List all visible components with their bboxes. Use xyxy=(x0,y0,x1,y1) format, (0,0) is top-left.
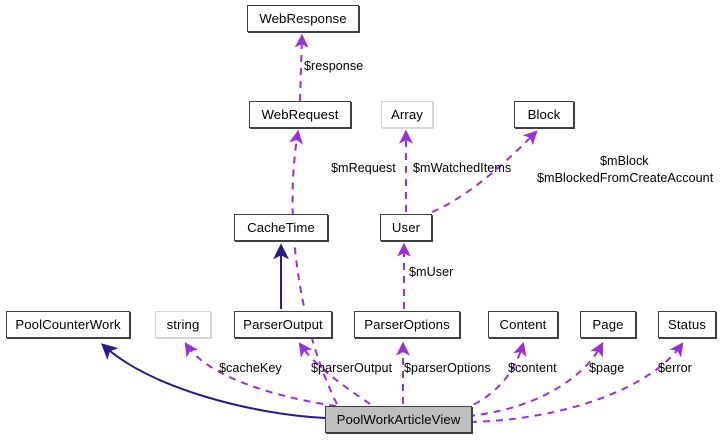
class-node-content[interactable]: Content xyxy=(488,311,558,338)
class-node-parseroptions[interactable]: ParserOptions xyxy=(354,311,460,338)
edge-label-text: $mUser xyxy=(409,265,454,279)
edge-label-text: $parserOptions xyxy=(404,361,491,375)
edge-label-text: $content xyxy=(508,361,557,375)
edge-label-text: $mWatchedItems xyxy=(413,161,512,175)
edge-label-text: $cacheKey xyxy=(219,361,282,375)
edge-mblock xyxy=(431,130,538,213)
class-node-label: User xyxy=(391,220,421,235)
class-node-label: Array xyxy=(390,107,423,122)
class-node-cachetime[interactable]: CacheTime xyxy=(234,214,328,241)
edge-label-text: $mBlockedFromCreateAccount xyxy=(537,171,714,185)
class-node-status[interactable]: Status xyxy=(658,311,716,338)
class-node-poolworkarticleview[interactable]: PoolWorkArticleView xyxy=(325,406,472,433)
edge-mrequest xyxy=(289,129,338,405)
edge-label-mblockedfromcreateaccount: $mBlockedFromCreateAccount xyxy=(537,171,713,185)
class-node-label: Page xyxy=(592,317,624,332)
edge-page xyxy=(467,341,604,417)
class-node-label: ParserOutput xyxy=(243,317,323,332)
class-node-webresponse[interactable]: WebResponse xyxy=(247,5,359,32)
edge-label-parseroptions: $parserOptions xyxy=(404,361,491,375)
class-node-label: PoolWorkArticleView xyxy=(336,412,461,427)
class-node-label: PoolCounterWork xyxy=(15,317,121,332)
edge-label-cachekey: $cacheKey xyxy=(219,361,282,375)
class-node-webrequest[interactable]: WebRequest xyxy=(249,101,351,128)
class-node-label: Status xyxy=(668,317,706,332)
edge-label-parseroutput: $parserOutput xyxy=(311,361,392,375)
edge-label-text: $error xyxy=(658,361,692,375)
class-node-array[interactable]: Array xyxy=(381,101,433,128)
class-node-user[interactable]: User xyxy=(380,214,432,241)
edge-label-text: $response xyxy=(304,59,364,73)
class-node-label: WebRequest xyxy=(261,107,339,122)
class-node-poolcounterwork[interactable]: PoolCounterWork xyxy=(6,311,130,338)
edge-parseroutput xyxy=(298,342,371,405)
edge-label-error: $error xyxy=(658,361,692,375)
class-node-block[interactable]: Block xyxy=(514,101,574,128)
edge-label-mwatcheditems: $mWatchedItems xyxy=(413,161,511,175)
edge-label-text: $mRequest xyxy=(331,161,396,175)
edge-label-response: $response xyxy=(304,59,363,73)
edge-response xyxy=(294,33,309,102)
class-node-string[interactable]: string xyxy=(155,311,211,338)
edge-label-mblock: $mBlock xyxy=(600,154,649,168)
edge-label-page: $page xyxy=(589,361,624,375)
class-node-page[interactable]: Page xyxy=(580,311,636,338)
edge-label-content: $content xyxy=(508,361,557,375)
edge-label-text: $parserOutput xyxy=(311,361,393,375)
edge-label-text: $page xyxy=(589,361,625,375)
class-node-label: WebResponse xyxy=(259,11,347,26)
class-node-label: Block xyxy=(527,107,561,122)
edge-label-muser: $mUser xyxy=(409,265,453,279)
class-node-label: ParserOptions xyxy=(364,317,450,332)
edge-label-mrequest: $mRequest xyxy=(331,161,396,175)
edge-content xyxy=(461,341,527,411)
edge-poolcounterwork-inherit xyxy=(101,343,326,419)
class-node-label: CacheTime xyxy=(247,220,315,235)
edge-error xyxy=(469,342,684,423)
class-node-label: string xyxy=(166,317,200,332)
class-node-label: Content xyxy=(499,317,547,332)
edge-label-text: $mBlock xyxy=(600,154,649,168)
class-node-parseroutput[interactable]: ParserOutput xyxy=(234,311,332,338)
